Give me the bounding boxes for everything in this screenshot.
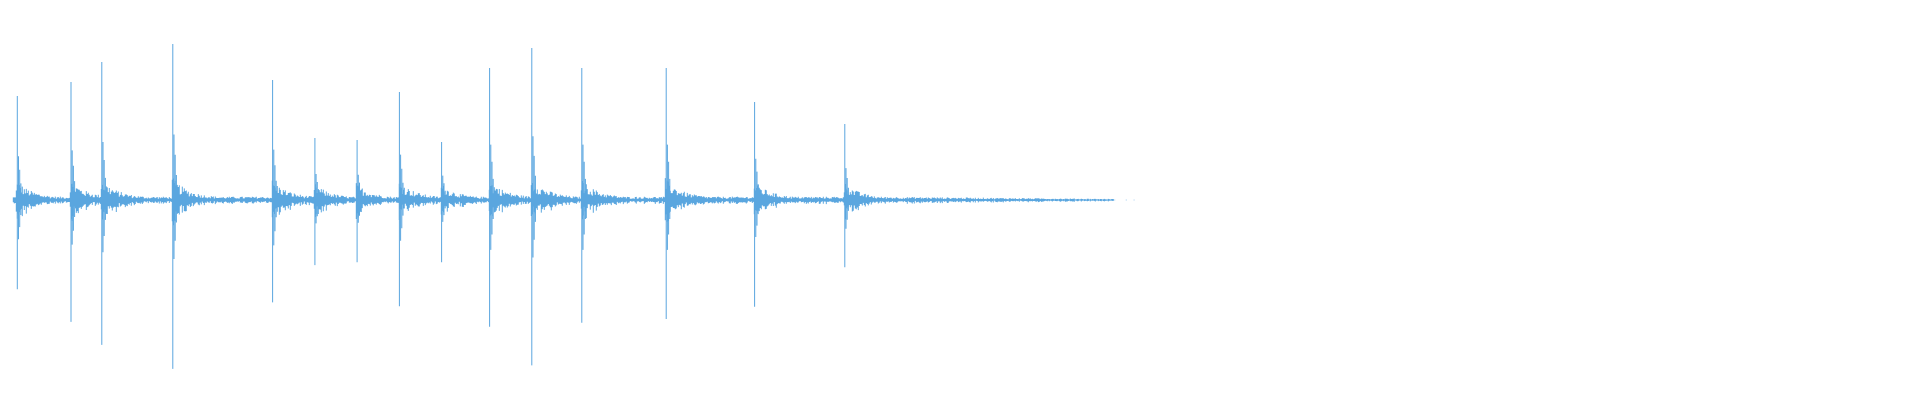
transient-stroke (441, 142, 446, 263)
transient-stroke (101, 62, 106, 345)
transient-stroke (844, 124, 849, 268)
tail-sample (1049, 199, 1051, 201)
transient-stroke (531, 48, 536, 366)
transient-peak (272, 80, 277, 303)
transient-peak (70, 82, 76, 322)
tail-sample (1100, 199, 1102, 201)
transient-peak (844, 124, 849, 268)
tail-sample (1061, 199, 1063, 201)
transient-stroke (314, 138, 319, 266)
transient-stroke (489, 68, 494, 327)
tail-sample (974, 199, 976, 201)
transient-stroke (356, 140, 362, 263)
tail-sample (1008, 199, 1010, 201)
transient-peak (531, 48, 536, 366)
tail-sample (1114, 199, 1116, 201)
tail-sample (1021, 199, 1024, 201)
waveform-body (12, 178, 1114, 226)
transient-peak (754, 102, 759, 307)
tail-sample (908, 199, 911, 201)
transient-peak (356, 140, 362, 263)
waveform-transients (16, 44, 849, 369)
waveform-tail (893, 199, 1135, 201)
transient-stroke (398, 92, 404, 307)
tail-sample (1086, 199, 1088, 201)
transient-stroke (16, 96, 22, 290)
transient-peak (581, 68, 586, 323)
tail-sample (941, 199, 943, 201)
transient-stroke (754, 102, 759, 307)
tail-sample (1031, 199, 1033, 201)
transient-peak (398, 92, 404, 307)
transient-stroke (665, 68, 671, 319)
transient-peak (16, 96, 22, 290)
tail-sample (982, 199, 984, 201)
transient-peak (441, 142, 446, 263)
transient-peak (101, 62, 106, 345)
tail-sample (1038, 199, 1040, 201)
transient-stroke (172, 44, 177, 369)
transient-stroke (70, 82, 76, 322)
tail-sample (919, 199, 921, 201)
tail-sample (952, 199, 954, 201)
tail-sample (1125, 199, 1127, 201)
tail-sample (1107, 199, 1109, 201)
tail-sample (990, 199, 993, 201)
transient-peak (665, 68, 671, 319)
tail-sample (1133, 199, 1135, 201)
tail-sample (929, 199, 931, 201)
tail-sample (1074, 199, 1076, 201)
tail-sample (999, 199, 1001, 201)
transient-peak (489, 68, 494, 327)
waveform-noise-floor (12, 178, 1114, 226)
transient-stroke (272, 80, 277, 303)
tail-sample (901, 199, 903, 201)
transient-peak (172, 44, 177, 369)
transient-stroke (581, 68, 586, 323)
tail-sample (961, 199, 963, 201)
tail-sample (893, 199, 895, 201)
transient-peak (314, 138, 319, 266)
